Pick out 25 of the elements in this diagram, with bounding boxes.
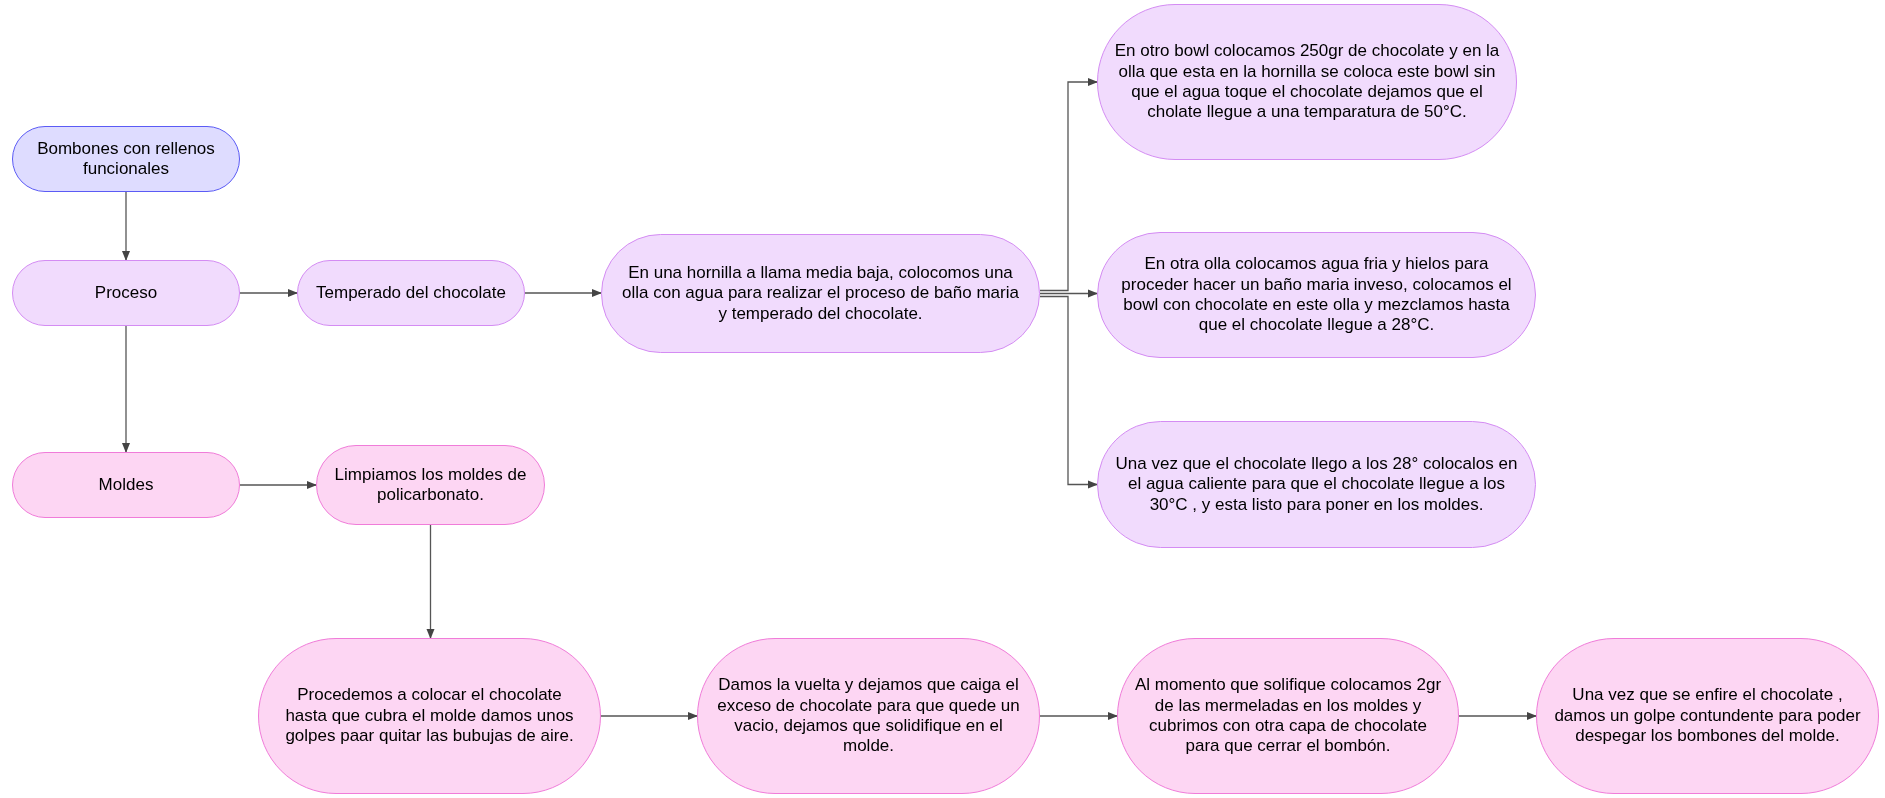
node-text: Moldes (98, 474, 154, 496)
arrow (1039, 78, 1098, 292)
arrow (239, 481, 317, 489)
arrow (600, 712, 698, 720)
node-text: Damos la vuelta y dejamos que caiga el exceso de chocolate para que quede un vacio, dejamos que solidifique en el molde. (716, 675, 1021, 757)
node-text: Una vez que se enfire el chocolate , damos un golpe contundente para poder despegar los bombones del molde. (1553, 685, 1862, 747)
node-text: En otro bowl colocamos 250gr de chocolate y en la olla que esta en la hornilla se coloca este bowl sin que el agua toque el chocolate dejamos que el cholate llegue a una temparatura de 50°C. (1114, 41, 1500, 123)
arrow (1039, 295, 1098, 489)
node-text: Una vez que el chocolate llego a los 28° colocalos en el agua caliente para que el chocolate llegue a los 30°C , y esta listo para poner en los moldes. (1114, 453, 1519, 516)
node-text: Al momento que solifique colocamos 2gr de las mermeladas en los moldes y cubrimos con otra capa de chocolate para que cerrar el bombón. (1134, 675, 1442, 757)
arrow (122, 191, 130, 261)
arrow (1039, 712, 1118, 720)
node-text: Temperado del chocolate (316, 282, 506, 304)
arrow (1458, 712, 1537, 720)
node-text: Limpiamos los moldes de policarbonato. (333, 464, 528, 506)
arrow (524, 289, 602, 297)
arrow (239, 289, 298, 297)
arrow (426, 524, 435, 639)
node-text: Proceso (94, 282, 158, 304)
node-text: Bombones con rellenos funcionales (36, 138, 216, 180)
arrow (122, 325, 130, 453)
node-text: En otra olla colocamos agua fria y hielos para proceder hacer un baño maria inveso, colocamos el bowl con chocolate en este olla y mezclamos hasta que el chocolate llegue a 28°C. (1120, 254, 1513, 336)
node-text: En una hornilla a llama media baja, colocomos una olla con agua para realizar el proceso de baño maria y temperado del chocolate. (621, 262, 1020, 325)
arrow (1039, 289, 1098, 298)
node-text: Procedemos a colocar el chocolate hasta que cubra el molde damos unos golpes paar quitar las bubujas de aire. (284, 685, 575, 747)
